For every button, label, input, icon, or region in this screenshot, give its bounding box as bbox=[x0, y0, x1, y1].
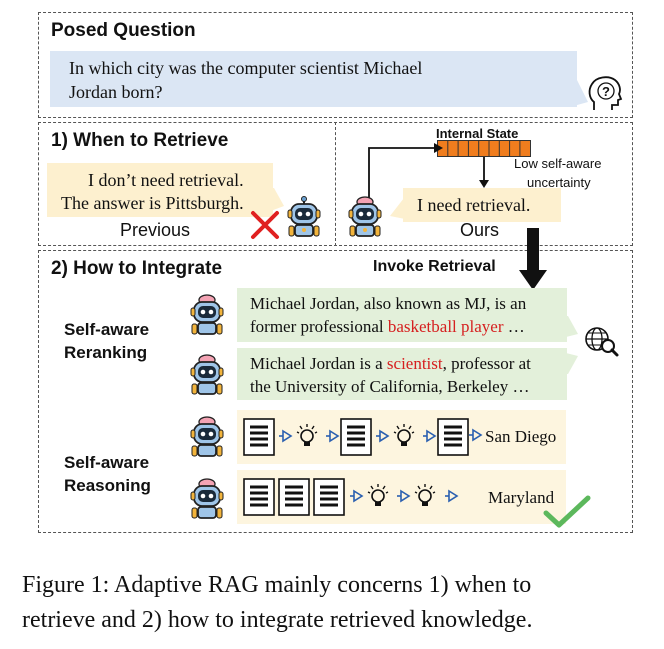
internal-state-cells bbox=[437, 140, 531, 157]
ours-label: Ours bbox=[460, 220, 500, 240]
ours-bubble-text: I need retrieval. bbox=[417, 195, 531, 215]
posed-question-panel bbox=[38, 12, 633, 118]
uncertainty-line-2: uncertainty bbox=[527, 175, 591, 190]
how-to-integrate-title: 2) How to Integrate bbox=[51, 258, 223, 279]
doc-1-highlight: basketball player bbox=[387, 317, 504, 336]
robot-brain-icon-rerank-2 bbox=[190, 354, 224, 395]
reasoning-label-line-2: Reasoning bbox=[64, 476, 151, 495]
robot-brain-icon-reason-2 bbox=[190, 478, 224, 519]
how-to-integrate-panel bbox=[38, 250, 633, 533]
previous-line-2: The answer is Pittsburgh. bbox=[61, 193, 244, 213]
retrieved-doc-2 bbox=[237, 348, 567, 400]
posed-question-title: Posed Question bbox=[51, 20, 196, 41]
reasoning-chain-1 bbox=[237, 410, 566, 464]
previous-bubble-tail bbox=[268, 188, 284, 212]
cross-icon bbox=[251, 211, 279, 239]
question-line-2: Jordan born? bbox=[69, 82, 163, 102]
chain-1-final-arrow bbox=[469, 428, 483, 442]
doc-2-highlight: scientist bbox=[386, 354, 443, 373]
doc-2-line-2: the University of California, Berkeley … bbox=[250, 377, 530, 396]
chain-2-answer: Maryland bbox=[488, 488, 555, 507]
reranking-label-line-2: Reranking bbox=[64, 343, 148, 362]
previous-line-1: I don’t need retrieval. bbox=[88, 170, 244, 190]
web-search-icon bbox=[585, 327, 619, 357]
question-bubble-tail bbox=[570, 80, 588, 107]
reasoning-chain-2-steps bbox=[242, 477, 458, 517]
when-to-retrieve-title: 1) When to Retrieve bbox=[51, 130, 229, 151]
doc-1-tail bbox=[562, 316, 578, 338]
robot-icon-previous bbox=[287, 196, 321, 237]
chain-1-answer: San Diego bbox=[485, 427, 557, 446]
caption-line-2: retrieve and 2) how to integrate retriev… bbox=[22, 607, 533, 633]
question-bubble bbox=[50, 51, 577, 107]
invoke-retrieval-label: Invoke Retrieval bbox=[373, 258, 496, 275]
caption-line-1: Figure 1: Adaptive RAG mainly concerns 1… bbox=[22, 572, 532, 598]
state-down-arrow bbox=[479, 157, 489, 188]
robot-brain-icon-ours bbox=[348, 196, 382, 237]
ours-bubble bbox=[403, 188, 561, 222]
thinking-head-icon: ? bbox=[588, 76, 623, 110]
state-arrow bbox=[368, 143, 443, 198]
check-icon bbox=[543, 495, 591, 528]
reasoning-label-line-1: Self-aware bbox=[64, 453, 150, 472]
invoke-retrieval-arrow bbox=[519, 228, 547, 290]
reasoning-chain-1-steps bbox=[242, 417, 470, 457]
doc-2-line-1: Michael Jordan is a scientist, professor… bbox=[250, 354, 531, 373]
robot-brain-icon-rerank-1 bbox=[190, 294, 224, 335]
doc-2-tail bbox=[562, 352, 578, 374]
doc-1-line-2: former professional basketball player … bbox=[250, 317, 525, 336]
previous-bubble bbox=[47, 163, 273, 217]
reranking-label-line-1: Self-aware bbox=[64, 320, 150, 339]
retrieved-doc-1 bbox=[237, 288, 567, 342]
doc-1-line-1: Michael Jordan, also known as MJ, is an bbox=[250, 294, 527, 313]
internal-state-label: Internal State bbox=[436, 126, 519, 141]
uncertainty-line-1: Low self-aware bbox=[514, 156, 602, 171]
panel-divider bbox=[335, 122, 336, 246]
question-line-1: In which city was the computer scientist… bbox=[69, 58, 423, 78]
svg-text:?: ? bbox=[602, 84, 610, 99]
previous-label: Previous bbox=[120, 220, 191, 240]
robot-brain-icon-reason-1 bbox=[190, 416, 224, 457]
